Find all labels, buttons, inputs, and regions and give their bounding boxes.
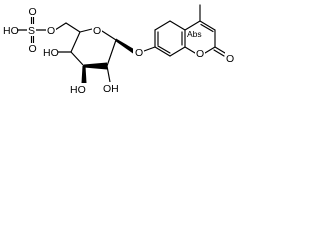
bond-o-ch2 — [54, 22, 67, 31]
label-oh-c4: HO — [43, 47, 59, 59]
bond-c8a-c4a — [169, 20, 186, 31]
label-ho-sulfate: HO — [3, 25, 19, 37]
coumarin-bonds — [143, 4, 226, 57]
label-oh-c2: OH — [103, 83, 119, 95]
bond-c4-c3-inner — [200, 23, 214, 33]
bond-c2-oh — [106, 65, 111, 83]
bond-c4a-c4 — [184, 20, 201, 31]
bond-ch2-c5 — [65, 22, 81, 33]
bond-oring-c1 — [101, 30, 117, 41]
bond-c4-c3 — [70, 51, 85, 67]
bond-c2-c1 — [106, 39, 117, 67]
label-oh-c3: HO — [70, 84, 86, 96]
bond-c5-oring — [79, 28, 93, 33]
bond-c4-c3 — [199, 20, 216, 31]
label-lactone-o: O — [196, 48, 204, 60]
label-glycosidic-o: O — [135, 47, 143, 59]
bond-c2-olactone — [204, 46, 216, 54]
bond-olactone-c8a — [184, 46, 196, 54]
wedge-c1-o — [116, 38, 133, 54]
label-sulfur: S — [28, 25, 35, 37]
bond-c6-c7-inner — [157, 45, 171, 54]
bond-c6-c7 — [154, 46, 171, 57]
wedge-c3-c2 — [84, 62, 107, 70]
bond-c2-carbonyl-double — [213, 49, 225, 57]
label-ring-o: O — [93, 25, 101, 37]
bond-c5-c4 — [70, 31, 81, 53]
bond-c5-c6 — [169, 46, 186, 57]
bond-c2-carbonyl — [214, 46, 226, 54]
ring-substituent-bonds — [57, 38, 133, 83]
label-carbonyl-o: O — [226, 53, 234, 65]
bond-o-c7 — [143, 46, 156, 52]
label-abs-stereo-flag: Abs — [187, 29, 202, 39]
atom-labels: HO S O O O O HO HO OH O O O Abs — [2, 6, 235, 96]
bond-c8-c8a — [154, 20, 171, 31]
label-sulfate-o-bottom: O — [29, 43, 37, 55]
wedge-c3-oh — [81, 66, 87, 83]
pyranose-ring-bonds — [70, 28, 117, 70]
molecular-structure-diagram: HO S O O O O HO HO OH O O O Abs — [2, 4, 235, 96]
label-sulfate-o-top: O — [29, 6, 37, 18]
label-sulfate-link-o: O — [47, 25, 55, 37]
